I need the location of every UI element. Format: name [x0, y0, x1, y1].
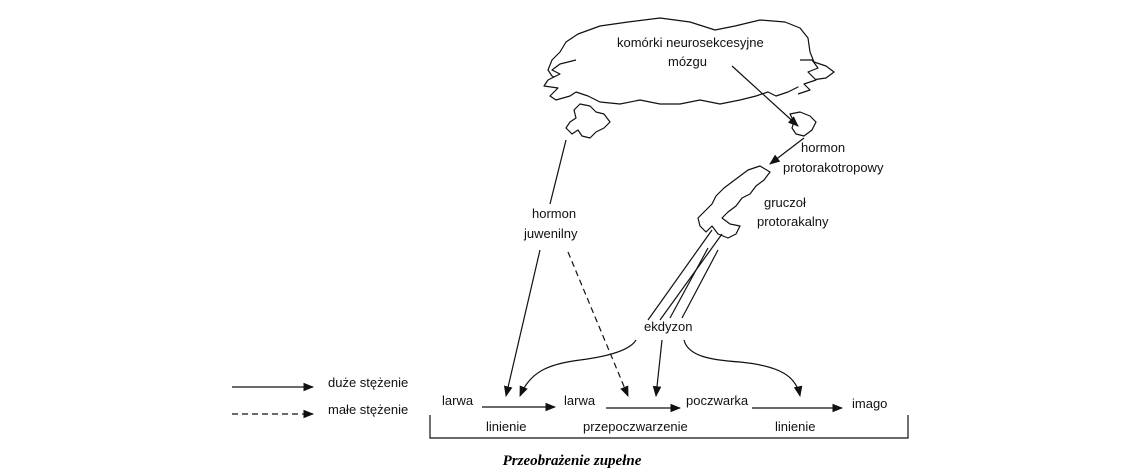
legend-low-label: małe stężenie: [328, 402, 408, 417]
label-brain-cells-1: komórki neurosekcesyjne: [617, 35, 764, 50]
ecdysone-line-3: [669, 247, 709, 319]
brain-right-arm: [797, 59, 819, 95]
arrow-ecdysone-larva1: [519, 339, 637, 397]
brain-shape: [547, 17, 835, 105]
stage-bracket: [429, 415, 909, 439]
diagram-caption: Przeobrażenie zupełne: [503, 453, 642, 469]
arrow-ecdysone-pupa: [683, 339, 803, 398]
transition-molting-1: linienie: [486, 419, 526, 434]
brain-left-arm: [543, 59, 577, 101]
stage-larva-2: larwa: [564, 393, 596, 408]
arrow-cardiaca-to-gland: [769, 137, 805, 165]
ecdysone-line-2: [659, 233, 723, 321]
label-juvenile-1: hormon: [532, 206, 576, 221]
label-gland-1: gruczoł: [764, 195, 806, 210]
corpora-allata-shape: [565, 103, 611, 139]
stage-larva-1: larwa: [442, 393, 474, 408]
transition-molting-2: linienie: [775, 419, 815, 434]
transition-pupation: przepoczwarzenie: [583, 419, 688, 434]
prothoracic-gland-shape: [697, 165, 771, 239]
arrow-juvenile-high-2: [503, 249, 541, 398]
ecdysone-line-4: [681, 249, 719, 319]
ecdysone-line-1: [647, 229, 713, 321]
legend-high-label: duże stężenie: [328, 375, 408, 390]
label-brain-cells-2: mózgu: [668, 54, 707, 69]
corpora-cardiaca-shape: [789, 111, 817, 137]
arrow-ecdysone-larva2: [652, 339, 663, 398]
arrow-brain-to-cardiaca: [731, 65, 799, 127]
stage-pupa: poczwarka: [686, 393, 749, 408]
arrow-juvenile-high: [549, 139, 567, 205]
label-juvenile-2: juwenilny: [523, 226, 578, 241]
label-hormone-pt-2: protorakotropowy: [783, 160, 884, 175]
label-gland-2: protorakalny: [757, 214, 829, 229]
label-ecdysone: ekdyzon: [644, 319, 692, 334]
label-hormone-pt-1: hormon: [801, 140, 845, 155]
arrow-juvenile-low: [567, 251, 629, 397]
stage-imago: imago: [852, 396, 887, 411]
